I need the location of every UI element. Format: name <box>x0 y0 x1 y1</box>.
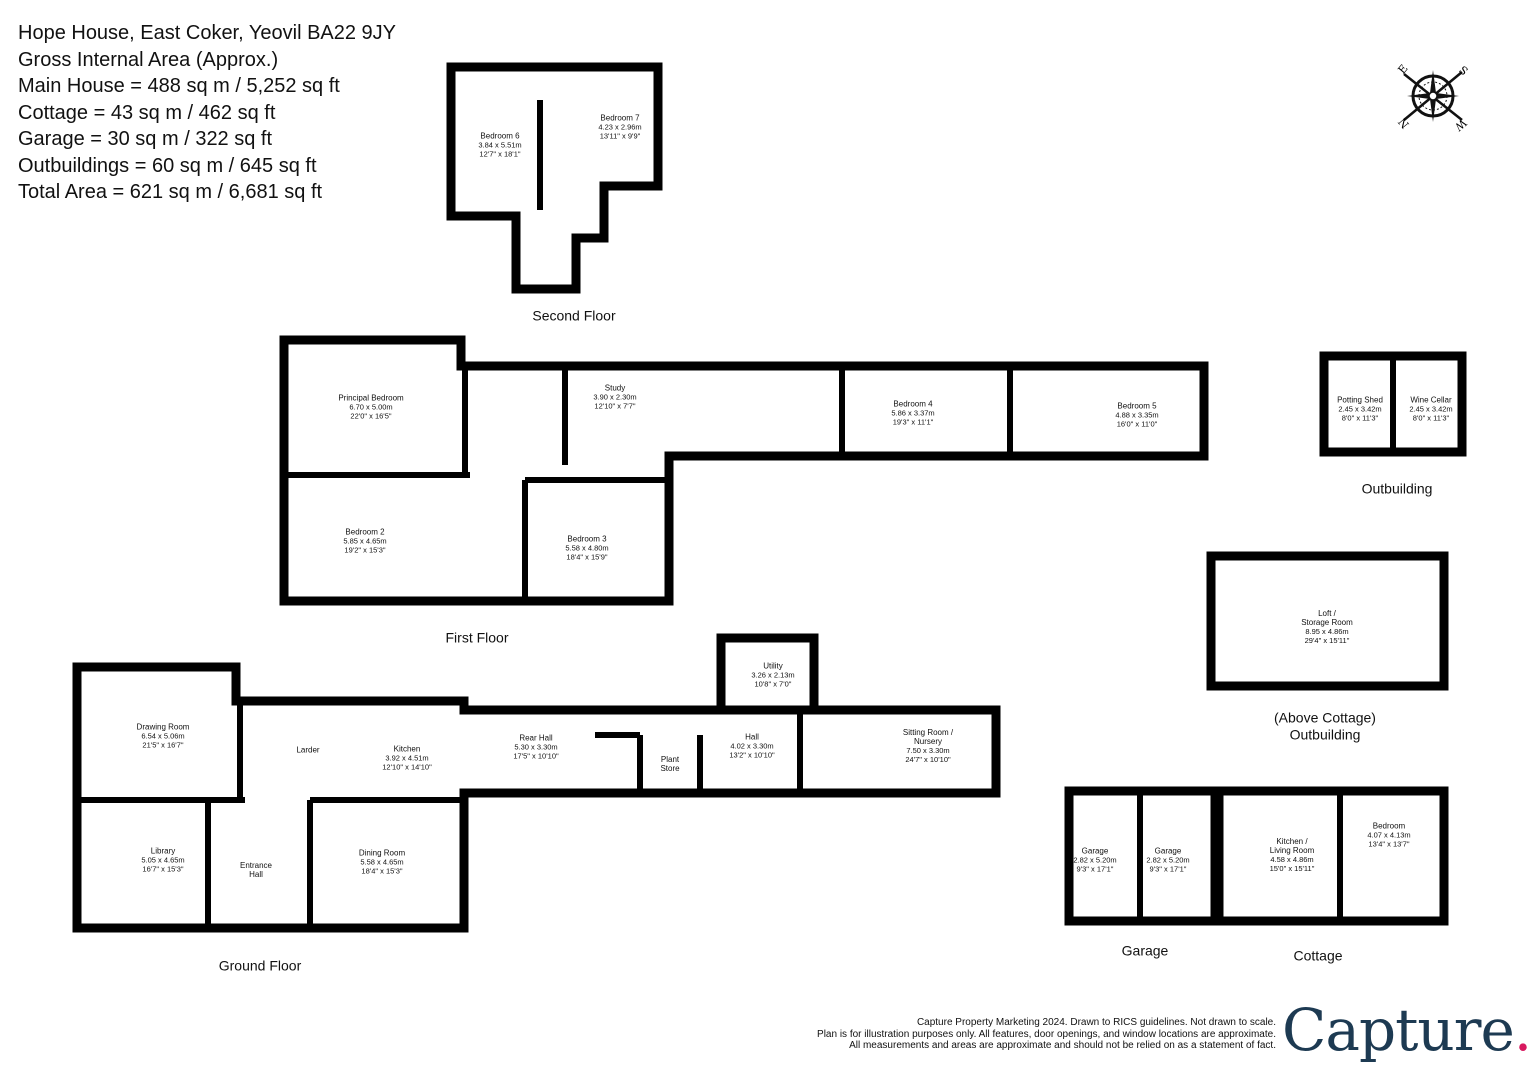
compass-rose-icon: E S N W <box>1395 62 1470 134</box>
label-above-cottage: (Above Cottage) <box>1274 709 1376 726</box>
cottage-outline <box>1214 786 1449 926</box>
disclaimer-line-2: Plan is for illustration purposes only. … <box>817 1028 1276 1040</box>
label-garage: Garage <box>1121 942 1169 959</box>
area-main-house: Main House = 488 sq m / 5,252 sq ft <box>18 75 340 97</box>
label-cottage: Cottage <box>1293 947 1343 964</box>
area-total: Total Area = 621 sq m / 6,681 sq ft <box>18 181 323 203</box>
capture-logo: Capture. <box>1282 996 1528 1064</box>
label-outbuilding: Outbuilding <box>1361 480 1433 497</box>
address: Hope House, East Coker, Yeovil BA22 9JY <box>18 22 397 44</box>
area-outbuildings: Outbuildings = 60 sq m / 645 sq ft <box>18 154 317 177</box>
first-floor-outline <box>279 335 1209 606</box>
area-cottage: Cottage = 43 sq m / 462 sq ft <box>18 101 276 124</box>
utility-outline <box>716 633 819 715</box>
gia-title: Gross Internal Area (Approx.) <box>18 48 279 71</box>
loft-outline <box>1206 551 1449 691</box>
label-second-floor: Second Floor <box>532 307 616 324</box>
area-garage: Garage = 30 sq m / 322 sq ft <box>18 128 273 150</box>
disclaimer-line-3: All measurements and areas are approxima… <box>849 1040 1276 1051</box>
logo-dot: . <box>1514 996 1528 1064</box>
disclaimer-line-1: Capture Property Marketing 2024. Drawn t… <box>916 1017 1276 1028</box>
label-ground-floor: Ground Floor <box>218 957 302 974</box>
ground-floor-outline <box>72 662 1001 933</box>
second-floor-outline <box>446 62 663 294</box>
label-above-cottage-outbuilding: Outbuilding <box>1289 726 1361 743</box>
property-header: Hope House, East Coker, Yeovil BA22 9JY … <box>18 20 396 206</box>
room-larder: Larder <box>296 745 320 755</box>
logo-text: Capture <box>1282 996 1515 1064</box>
label-first-floor: First Floor <box>445 629 509 646</box>
disclaimer: Capture Property Marketing 2024. Drawn t… <box>817 1017 1276 1052</box>
